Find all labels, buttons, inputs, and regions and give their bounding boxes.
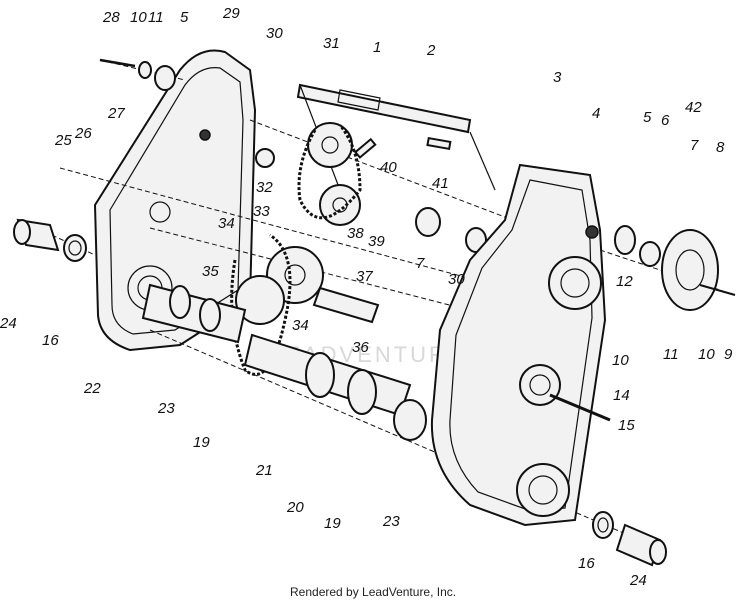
callout-30: 30 [266,25,283,42]
callout-37: 37 [356,268,373,285]
drive-chain-lower [230,233,292,376]
callout-41: 41 [432,175,449,192]
callout-34: 34 [292,317,309,334]
callout-26: 26 [74,125,92,142]
callout-5: 5 [643,109,652,126]
left-housing-plate [93,49,257,352]
callout-35: 35 [202,263,219,280]
callout-40: 40 [380,159,397,176]
spacer-bushings [255,148,487,253]
tube-36 [312,286,380,324]
callout-33: 33 [253,203,270,220]
footer-credit: Rendered by LeadVenture, Inc. [290,585,456,599]
callout-23: 23 [157,400,175,417]
callout-22: 22 [83,380,101,397]
callout-34: 34 [218,215,235,232]
callout-12: 12 [616,273,633,290]
callout-16: 16 [578,555,595,572]
callout-32: 32 [256,179,273,196]
callout-14: 14 [613,387,630,404]
callout-2: 2 [426,42,436,59]
callout-24: 24 [0,315,17,332]
callout-3: 3 [553,69,562,86]
callout-7: 7 [690,137,699,154]
callout-25: 25 [54,132,72,149]
callout-11: 11 [148,9,164,26]
callout-10: 10 [698,346,715,363]
drive-chain-upper [297,124,362,220]
pin-15 [549,393,611,422]
left-bearing-set [13,218,87,262]
callout-20: 20 [286,499,304,516]
right-gear-housing [430,163,607,527]
callout-11: 11 [663,346,679,363]
key-41 [426,136,452,151]
callout-10: 10 [130,9,147,26]
callout-19: 19 [193,434,210,451]
callout-23: 23 [382,513,400,530]
callout-1: 1 [373,39,381,56]
pulley-assembly [614,225,736,311]
callout-19: 19 [324,515,341,532]
callout-24: 24 [629,572,647,589]
callout-16: 16 [42,332,59,349]
callout-21: 21 [255,462,273,479]
callout-4: 4 [592,105,600,122]
callout-10: 10 [612,352,629,369]
callout-42: 42 [685,99,702,116]
top-left-hardware [99,58,176,91]
callout-28: 28 [102,9,120,26]
key-40 [354,137,377,159]
callout-7: 7 [416,255,425,272]
callout-9: 9 [724,346,733,363]
callout-36: 36 [352,339,369,356]
callout-29: 29 [222,5,240,22]
callout-30: 30 [448,271,465,288]
lower-sprocket [235,246,324,325]
axle-shaft-left [141,283,247,344]
callout-6: 6 [661,112,670,129]
callout-5: 5 [180,9,189,26]
callout-38: 38 [347,225,364,242]
axle-shaft-main [243,333,427,441]
right-bearing-set [592,511,667,567]
callout-8: 8 [716,139,725,156]
callout-27: 27 [107,105,125,122]
callout-15: 15 [618,417,635,434]
callout-39: 39 [368,233,385,250]
callout-31: 31 [323,35,340,52]
